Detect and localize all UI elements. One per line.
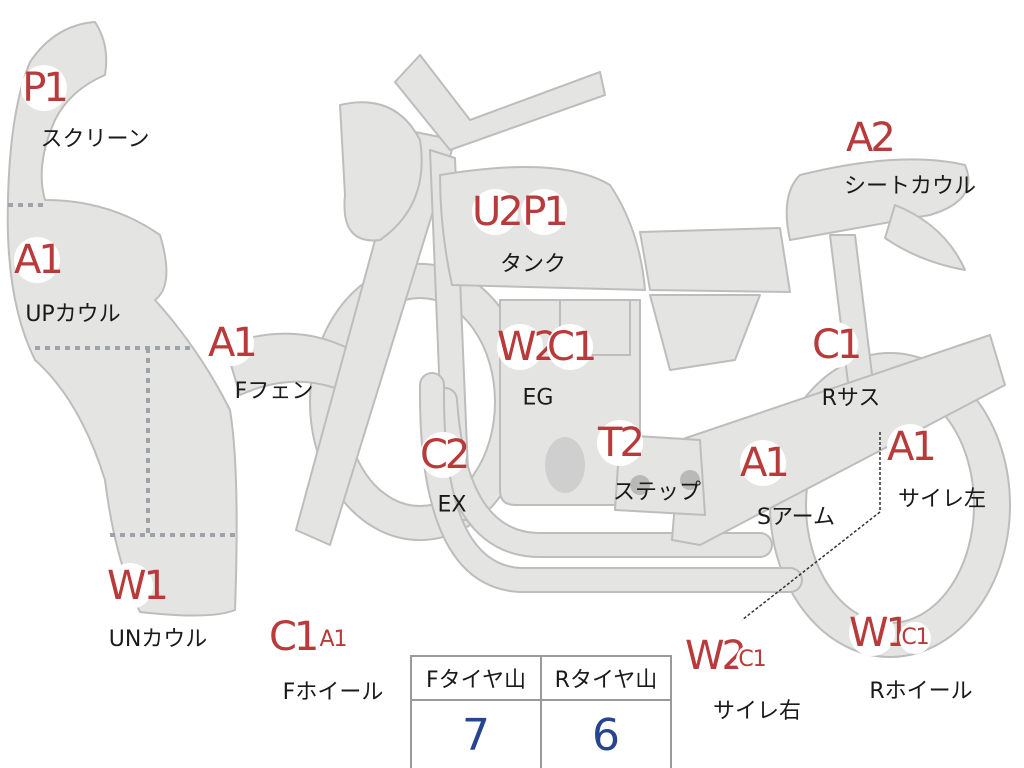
code-badge-muffler-left: A1 [887, 424, 937, 470]
front-cowl-shape [6, 21, 238, 617]
code-badge-screen: P1 [21, 65, 69, 111]
front-tire-value: 7 [410, 699, 542, 768]
code-badge-muffler-right: W2 [685, 633, 747, 679]
engine-cover-shape [545, 437, 585, 493]
part-label-muffler-left: サイレ左 [897, 487, 987, 512]
code-badge-f-wheel-sub: A1 [317, 624, 349, 656]
part-label-un-cowl: UNカウル [108, 627, 208, 652]
code-badge-up-cowl: A1 [14, 237, 64, 283]
code-badge-r-sus: C1 [812, 322, 862, 368]
code-badge-tank-2: P1 [521, 189, 569, 235]
code-badge-un-cowl: W1 [107, 563, 169, 609]
tail-fin-shape [884, 204, 966, 271]
code-badge-f-fender: A1 [208, 320, 258, 366]
part-label-r-sus: Rサス [821, 386, 881, 411]
tire-table-header-row: Fタイヤ山 Rタイヤ山 [410, 655, 672, 701]
part-label-f-wheel: Fホイール [282, 680, 384, 705]
seat-cowl-shape [785, 158, 970, 241]
part-label-s-arm: Sアーム [757, 505, 835, 530]
swing-arm-shape [671, 334, 1006, 546]
tire-tread-table: Fタイヤ山 Rタイヤ山 7 6 [410, 655, 672, 768]
part-label-tank: タンク [499, 252, 567, 277]
code-badge-muffler-right-sub: C1 [736, 644, 768, 676]
seat-shape [639, 227, 791, 293]
code-badge-r-wheel-sub: C1 [899, 622, 931, 654]
part-label-up-cowl: UPカウル [25, 302, 121, 327]
rear-tire-value: 6 [540, 699, 672, 768]
rear-tire-header: Rタイヤ山 [540, 655, 672, 701]
part-label-step: ステップ [612, 480, 702, 505]
part-label-muffler-right: サイレ右 [712, 699, 802, 724]
code-badge-tank-1: U2 [472, 189, 524, 235]
muffler-leader-line [741, 432, 881, 621]
front-tire-header: Fタイヤ山 [410, 655, 542, 701]
code-badge-r-wheel: W1 [849, 610, 911, 656]
code-badge-engine-1: W2 [497, 324, 559, 370]
part-label-engine: EG [522, 385, 554, 411]
part-label-f-fender: Fフェン [234, 379, 314, 404]
part-label-screen: スクリーン [40, 127, 150, 152]
code-badge-engine-2: C1 [547, 324, 597, 370]
tire-table-value-row: 7 6 [410, 699, 672, 768]
part-label-exhaust: EX [437, 492, 467, 518]
code-badge-exhaust: C2 [420, 432, 470, 478]
handlebar-shape [394, 54, 606, 151]
code-badge-s-arm: A1 [740, 440, 790, 486]
code-badge-seat-cowl: A2 [846, 115, 896, 161]
side-panel-shape [649, 294, 761, 371]
code-badge-step: T2 [597, 420, 645, 466]
code-badge-f-wheel: C1 [269, 614, 319, 660]
part-label-seat-cowl: シートカウル [843, 174, 977, 199]
part-label-r-wheel: Rホイール [869, 679, 973, 704]
headlight-shape [339, 101, 423, 242]
